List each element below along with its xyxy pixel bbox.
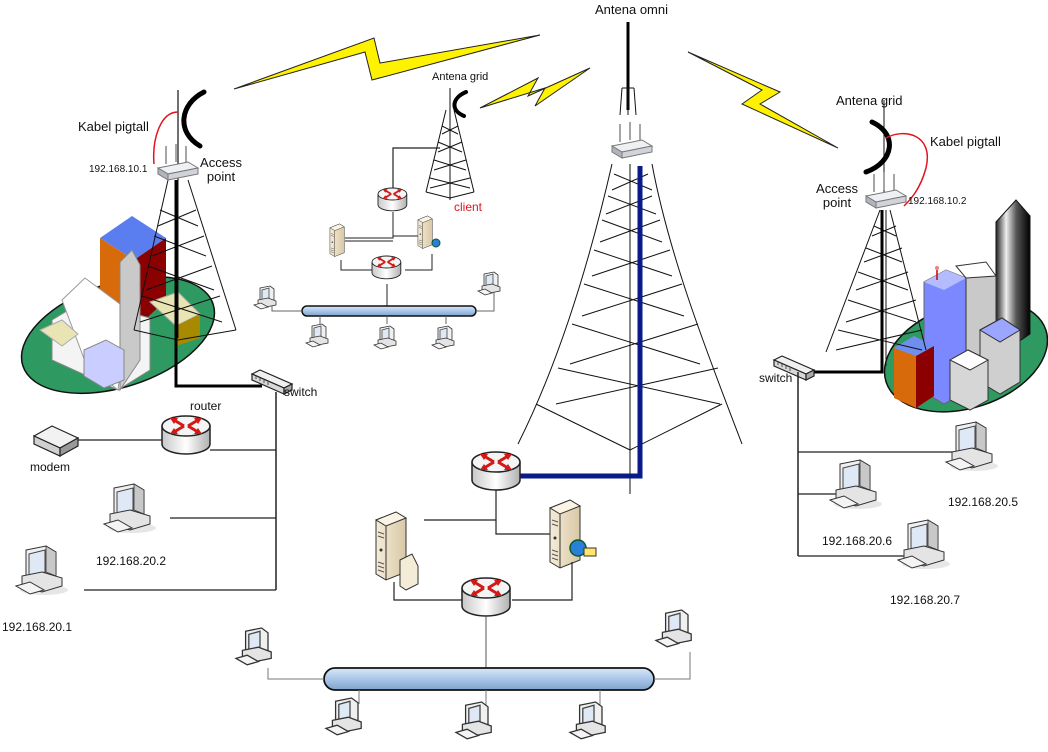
lan-pc-icon — [455, 701, 492, 740]
ap-right-ip-label: 192.168.10.2 — [908, 196, 967, 207]
core-link-bottom-left — [393, 582, 462, 601]
right-site-buildings — [894, 199, 1031, 411]
left-site-buildings — [39, 216, 201, 392]
lan-pc-icon — [569, 701, 606, 740]
pc-20-5-label: 192.168.20.5 — [948, 495, 1019, 509]
mail-icon — [583, 547, 597, 557]
pc-20-7-label: 192.168.20.7 — [890, 593, 961, 607]
core-web-server-icon — [549, 499, 581, 569]
core-link-web-server — [495, 520, 550, 535]
client-pc-icon — [431, 325, 455, 350]
antena-grid-right-label: Antena grid — [836, 93, 903, 108]
kabel-pigtall-left-label: Kabel pigtall — [78, 119, 149, 134]
modem-icon — [32, 425, 80, 458]
lan-pc-icon — [325, 697, 362, 736]
switch-left-label: switch — [284, 385, 318, 399]
access-point-right-line2: point — [822, 195, 852, 211]
core-router-bottom-icon — [460, 576, 512, 618]
omni-antenna-base — [619, 87, 637, 116]
client-pc-icon — [373, 325, 397, 350]
access-point-left-line1: Access — [200, 155, 242, 170]
client-top-to-server-link — [392, 232, 420, 237]
right-grid-antenna-icon — [863, 119, 892, 175]
client-pc-link — [271, 298, 302, 312]
pc-icon-20-6 — [829, 459, 883, 510]
pc-icon-20-7 — [897, 519, 951, 570]
central-tower — [517, 163, 743, 494]
core-link-bottom-right — [512, 562, 573, 601]
lan-pc-icon — [655, 609, 692, 648]
client-bottom-link-right — [405, 254, 433, 271]
left-router-icon — [160, 414, 212, 456]
ap-left-ip-label: 192.168.10.1 — [89, 164, 148, 175]
antena-omni-label: Antena omni — [595, 2, 668, 17]
access-point-left-label: Access point — [198, 155, 244, 185]
fiber-link — [498, 166, 643, 479]
right-uplink-cable — [806, 210, 884, 374]
left-tower — [133, 179, 237, 341]
lan-pc-link — [654, 652, 691, 680]
client-globe-icon — [431, 238, 441, 248]
kabel-pigtall-right-label: Kabel pigtall — [930, 134, 1001, 149]
client-file-server-icon — [329, 223, 345, 257]
access-point-left-line2: point — [206, 169, 236, 185]
right-access-point-icon — [865, 171, 907, 209]
left-uplink-cable — [174, 180, 262, 388]
pc-20-1-label: 192.168.20.1 — [2, 620, 73, 634]
client-lan-bus — [301, 305, 477, 317]
switch-right-label: switch — [759, 371, 793, 385]
client-router-bottom-icon — [371, 255, 402, 280]
wireless-link-bolt-center — [479, 67, 591, 109]
core-lan-bus — [323, 667, 655, 691]
pc-20-2-label: 192.168.20.2 — [96, 554, 167, 568]
client-label: client — [454, 200, 483, 214]
left-grid-antenna-icon — [181, 89, 207, 149]
client-web-server-icon — [417, 215, 433, 249]
client-tower-link — [392, 147, 440, 192]
omni-access-point-icon — [611, 121, 653, 159]
wireless-link-bolt-left — [233, 34, 541, 90]
pc-icon-20-1 — [15, 545, 69, 596]
client-router-top-icon — [377, 187, 408, 212]
client-pc-link — [476, 288, 495, 312]
lan-pc-icon — [235, 627, 272, 666]
right-pigtail-cable — [885, 132, 929, 207]
client-grid-antenna-icon — [452, 90, 468, 118]
file-folder-icon — [399, 553, 419, 591]
left-pigtail-cable — [152, 111, 179, 165]
lan-pc-link — [267, 668, 324, 680]
core-router-top-icon — [470, 450, 522, 492]
access-point-right-line1: Access — [816, 181, 858, 196]
pc-20-6-label: 192.168.20.6 — [822, 534, 893, 548]
router-label: router — [190, 399, 222, 413]
pc-icon-20-2 — [103, 483, 157, 534]
client-pc-icon — [477, 271, 501, 296]
client-tower — [425, 88, 475, 200]
access-point-right-label: Access point — [814, 181, 860, 211]
client-top-links — [345, 212, 394, 239]
antena-grid-center-label: Antena grid — [432, 71, 489, 83]
core-link-file-server — [424, 490, 497, 521]
client-pc-icon — [253, 285, 277, 310]
client-pc-icon — [305, 323, 329, 348]
client-bottom-link-left — [340, 260, 372, 271]
pc-icon-20-5 — [945, 421, 999, 472]
modem-label: modem — [30, 460, 71, 474]
wireless-link-bolt-right — [687, 51, 839, 149]
